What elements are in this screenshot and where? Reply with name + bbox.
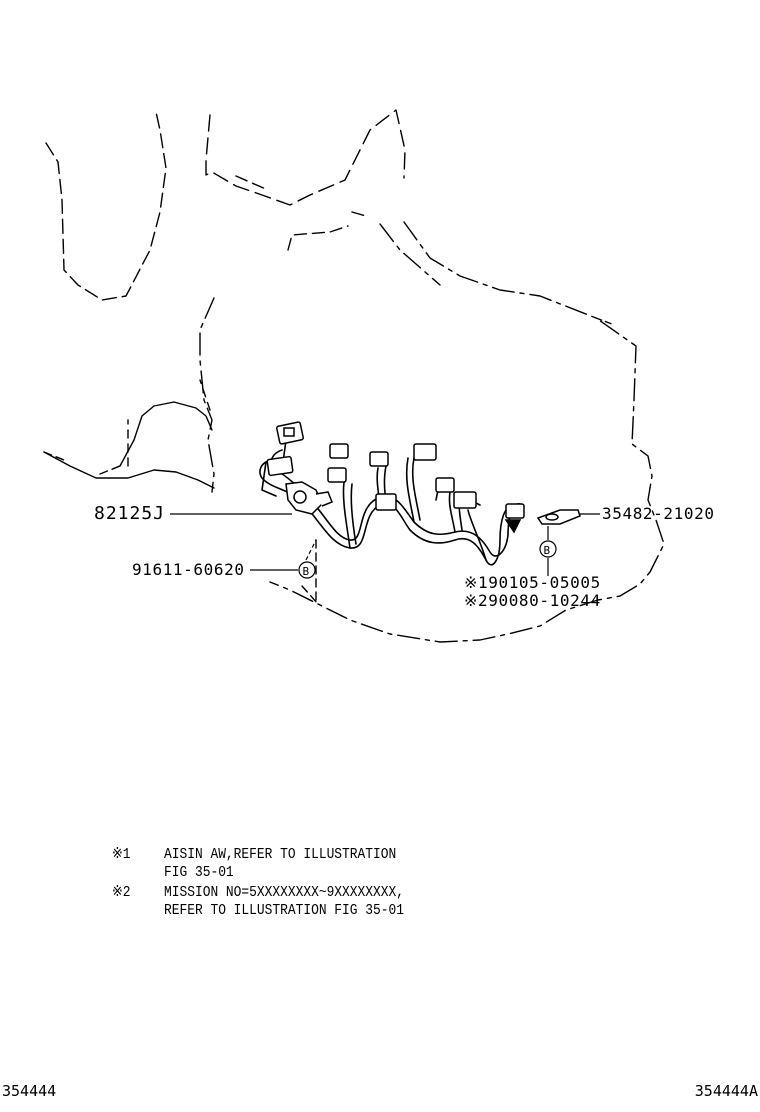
dash-guide bbox=[127, 379, 211, 467]
connector-e bbox=[369, 451, 389, 467]
connectors bbox=[266, 421, 525, 534]
part-label-91611-60620[interactable]: 91611-60620 bbox=[132, 560, 245, 579]
leader-callout-b-left bbox=[305, 539, 317, 561]
engine-outline-left bbox=[45, 111, 167, 301]
part-label-90105-05005[interactable]: ※190105-05005 bbox=[464, 573, 601, 592]
note-2-line2: REFER TO ILLUSTRATION FIG 35-01 bbox=[164, 902, 404, 919]
part-label-82125J[interactable]: 82125J bbox=[94, 503, 166, 524]
callout-circle-left bbox=[298, 561, 316, 579]
note-2-mark: ※2 bbox=[112, 884, 131, 901]
wire-harness bbox=[259, 439, 521, 566]
note-1-line1: AISIN AW,REFER TO ILLUSTRATION bbox=[164, 846, 397, 863]
ground-line bbox=[43, 451, 215, 489]
footer-code-right: 354444A bbox=[694, 1082, 758, 1100]
grommet bbox=[504, 519, 522, 534]
connector-d bbox=[327, 467, 347, 483]
callout-circles bbox=[298, 540, 557, 579]
callout-circle-right bbox=[539, 540, 557, 558]
callout-b-left-label: B bbox=[303, 565, 310, 578]
transmission-outline bbox=[199, 221, 665, 643]
connector-g bbox=[413, 443, 437, 461]
note-2-line1: MISSION NO=5XXXXXXXX~9XXXXXXXX, bbox=[164, 884, 404, 901]
connector-h bbox=[435, 477, 455, 493]
bell-housing-curve bbox=[119, 401, 213, 467]
lower-dash bbox=[43, 451, 121, 475]
connector-j bbox=[505, 503, 525, 519]
dash-vertical bbox=[301, 539, 319, 605]
part-label-90080-10244[interactable]: ※290080-10244 bbox=[464, 591, 601, 610]
note-1-line2: FIG 35-01 bbox=[164, 864, 234, 881]
note-1-mark: ※1 bbox=[112, 846, 131, 863]
connector-a bbox=[276, 421, 304, 445]
callout-b-right-label: B bbox=[544, 544, 551, 557]
engine-outline-mid bbox=[235, 175, 367, 251]
part-label-35482-21020[interactable]: 35482-21020 bbox=[602, 504, 715, 523]
connector-i bbox=[453, 491, 477, 509]
dash-top-right bbox=[595, 317, 613, 325]
connector-c bbox=[329, 443, 349, 459]
connector-b bbox=[266, 455, 294, 477]
clamp-part-35482 bbox=[536, 509, 581, 525]
leader-lines bbox=[170, 513, 600, 576]
connector-f bbox=[375, 493, 397, 511]
engine-outline-top bbox=[205, 109, 406, 206]
footer-code-left: 354444 bbox=[2, 1082, 57, 1100]
